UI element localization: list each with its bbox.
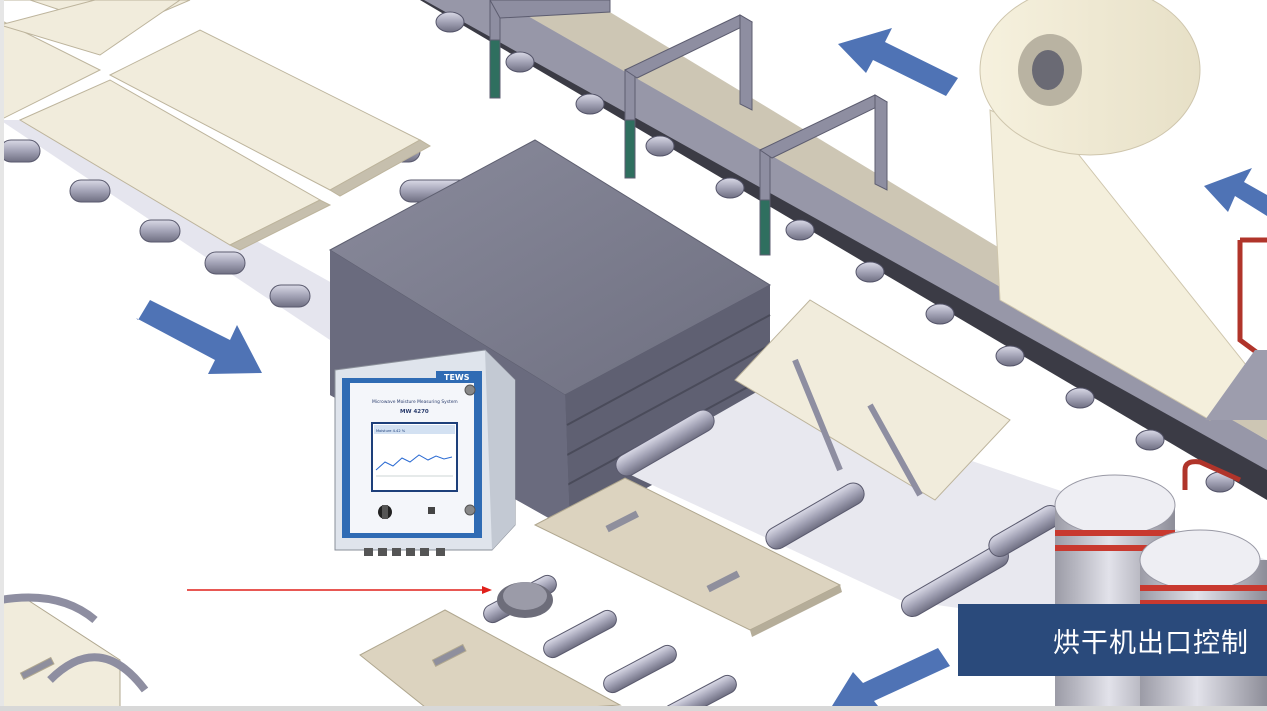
flow-arrow-icon [136,300,262,374]
device-brand: TEWS [444,373,470,382]
sensor-icon [497,582,553,618]
flow-arrow-icon [1204,168,1267,216]
device-title-line1: Microwave Moisture Measuring System [372,399,458,405]
flow-arrow-icon [832,648,950,711]
device-title-line2: MW 4270 [400,409,429,415]
frame-bottom-edge [0,706,1267,711]
caption-text: 烘干机出口控制 [1053,627,1249,659]
device-readout: Moisture 4.42 % [376,429,406,433]
measuring-device: TEWS Microwave Moisture Measuring System… [334,349,516,556]
flow-arrow-icon [838,28,958,96]
flow-arrows [136,28,1267,711]
caption-box: 烘干机出口控制 [958,604,1267,676]
gantry-frames [489,0,889,256]
upper-left-boards [0,0,431,251]
pointer-arrow-icon [187,586,492,594]
measured-board [533,477,842,637]
paper-roll [979,0,1251,421]
frame-left-edge [0,0,4,711]
